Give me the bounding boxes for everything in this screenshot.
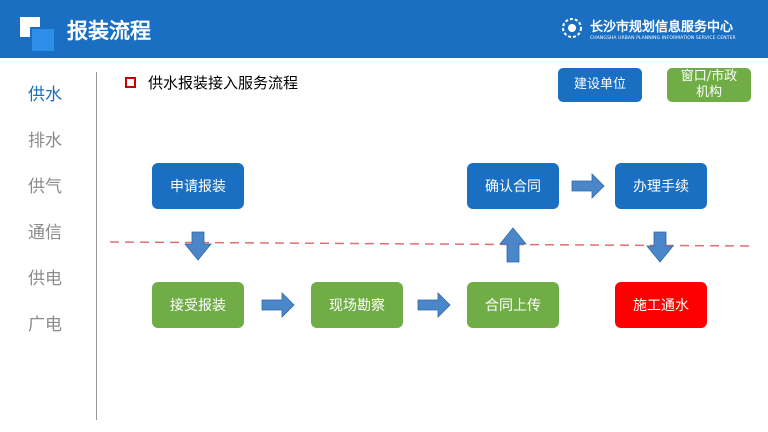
step-survey: 现场勘察	[311, 282, 403, 328]
legend-municipal-line1: 窗口/市政	[680, 68, 738, 84]
legend-municipal: 窗口/市政 机构	[667, 68, 751, 102]
legend-municipal-line2: 机构	[695, 85, 722, 100]
step-connect-label: 施工通水	[633, 298, 689, 314]
step-survey-label: 现场勘察	[329, 298, 385, 314]
step-handle-label: 办理手续	[633, 179, 689, 195]
step-confirm: 确认合同	[467, 163, 559, 209]
arrow-right-survey-upload	[417, 292, 451, 318]
sidebar-item-power[interactable]: 供电	[28, 269, 62, 289]
header-bar: 报装流程 长沙市规划信息服务中心 CHANGSHA URBAN PLANNING…	[0, 0, 768, 58]
arrow-right-confirm-handle	[571, 173, 605, 199]
org-name: 长沙市规划信息服务中心	[590, 20, 734, 35]
sidebar-item-broadcast[interactable]: 广电	[28, 315, 62, 335]
step-confirm-label: 确认合同	[485, 179, 541, 195]
page-title: 报装流程	[67, 19, 151, 43]
sidebar-item-gas[interactable]: 供气	[28, 177, 62, 197]
step-upload: 合同上传	[467, 282, 559, 328]
sidebar-item-drainage[interactable]: 排水	[28, 131, 62, 151]
step-handle: 办理手续	[615, 163, 707, 209]
arrow-right-accept-survey	[261, 292, 295, 318]
arrow-down-handle-connect	[646, 231, 674, 263]
logo-square-front	[30, 27, 56, 53]
legend-builder-label: 建设单位	[573, 76, 626, 92]
arrow-up-upload-confirm	[499, 227, 527, 263]
step-accept-label: 接受报装	[170, 298, 226, 314]
legend-builder: 建设单位	[558, 68, 642, 102]
arrow-down-apply-accept	[184, 231, 212, 261]
org-name-en: CHANGSHA URBAN PLANNING INFORMATION SERV…	[590, 36, 736, 41]
step-upload-label: 合同上传	[485, 298, 541, 314]
step-accept: 接受报装	[152, 282, 244, 328]
section-bullet-icon	[125, 77, 136, 88]
step-connect: 施工通水	[615, 282, 707, 328]
sidebar-item-water-supply[interactable]: 供水	[28, 85, 62, 105]
step-apply-label: 申请报装	[170, 179, 226, 195]
sidebar-item-telecom[interactable]: 通信	[28, 223, 62, 243]
sidebar-divider	[96, 72, 97, 420]
role-divider-line	[109, 241, 753, 247]
section-title: 供水报装接入服务流程	[148, 74, 299, 92]
org-emblem-icon	[562, 18, 582, 38]
step-apply: 申请报装	[152, 163, 244, 209]
